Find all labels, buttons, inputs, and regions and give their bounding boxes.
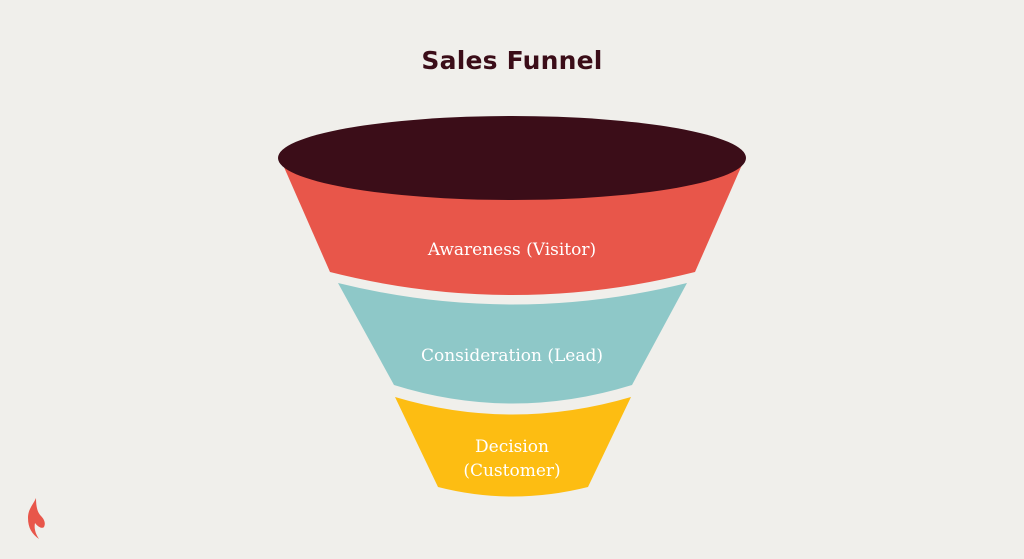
decision-label-line1: Decision xyxy=(475,437,549,457)
consideration-label: Consideration (Lead) xyxy=(421,346,603,366)
flame-logo-icon xyxy=(28,498,45,539)
funnel-stage-decision xyxy=(395,397,631,497)
awareness-label: Awareness (Visitor) xyxy=(427,240,596,260)
funnel-rim xyxy=(278,116,746,200)
funnel-stage-consideration xyxy=(338,283,687,404)
page-title: Sales Funnel xyxy=(421,46,603,75)
decision-label-line2: (Customer) xyxy=(463,461,560,481)
